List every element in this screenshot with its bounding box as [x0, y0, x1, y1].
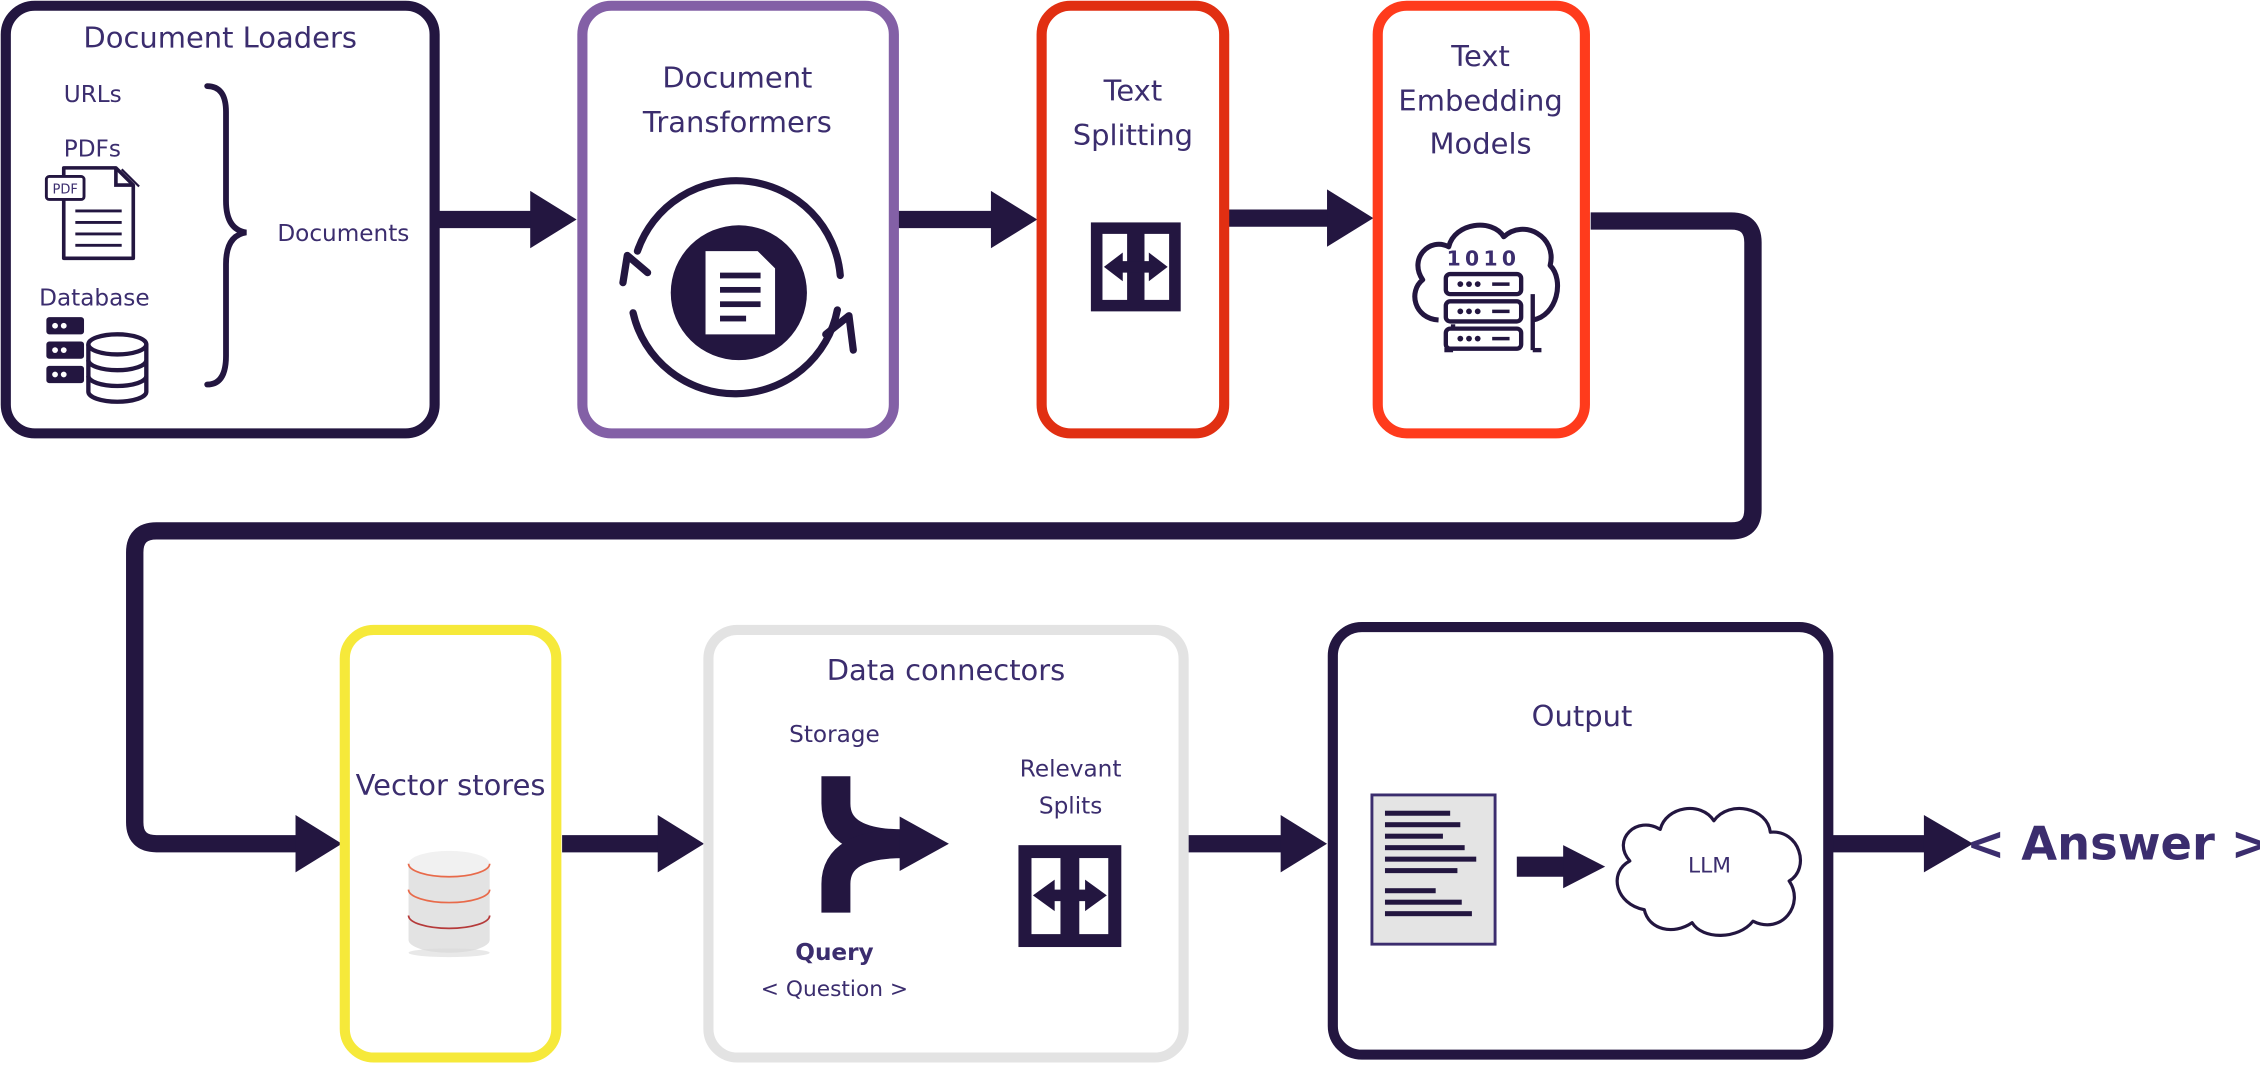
llm-label: LLM [1688, 854, 1731, 879]
binary-digits-text: 1010 [1447, 247, 1521, 271]
splitting-title-line2: Splitting [1073, 118, 1193, 152]
transformers-title-line2: Transformers [642, 105, 832, 139]
vector-stores-title: Vector stores [356, 768, 546, 802]
text-splitting-box: Text Splitting [1036, 0, 1230, 439]
output-title: Output [1532, 699, 1633, 733]
relevant-splits-label-line1: Relevant [1020, 756, 1122, 782]
document-loaders-title: Document Loaders [83, 20, 357, 54]
arrow-output-to-answer [1832, 815, 1974, 873]
answer-label: < Answer > [1966, 817, 2260, 871]
output-box: Output LLM [1327, 622, 1834, 1060]
question-label: < Question > [761, 977, 908, 1002]
embedding-title-line2: Embedding [1398, 84, 1562, 118]
arrow-transformers-to-splitting [898, 190, 1038, 249]
embedding-title-line1: Text [1450, 39, 1510, 73]
split-arrows-icon [1018, 845, 1122, 948]
splitting-title-line1: Text [1103, 74, 1163, 108]
arrow-vector-to-connectors [562, 815, 705, 873]
grouping-brace [204, 83, 247, 388]
text-embedding-models-box: Text Embedding Models 1010 [1372, 0, 1590, 439]
data-connectors-box: Data connectors Storage Relevant Splits … [703, 624, 1189, 1063]
arrow-splitting-to-embedding [1228, 189, 1374, 247]
relevant-splits-label-line2: Splits [1039, 794, 1102, 820]
llm-cloud-icon: LLM [1615, 806, 1802, 937]
document-cycle-icon [619, 177, 857, 398]
embedding-title-line3: Models [1430, 127, 1532, 161]
vector-stores-box: Vector stores [339, 624, 562, 1063]
documents-label: Documents [277, 221, 409, 247]
document-transformers-box: Document Transformers [577, 0, 899, 439]
data-connectors-title: Data connectors [827, 653, 1066, 687]
database-label: Database [39, 286, 149, 312]
cloud-server-icon: 1010 [1412, 222, 1560, 353]
document-loaders-box: Document Loaders URLs PDFs PDF Database [0, 0, 440, 439]
arrow-loaders-to-transformers [438, 190, 577, 249]
arrow-embedding-to-vector-stores [126, 212, 1762, 873]
pdf-file-icon: PDF [44, 166, 140, 261]
split-arrows-icon [1090, 222, 1181, 312]
database-server-icon [46, 317, 149, 404]
urls-label: URLs [64, 82, 122, 108]
pdfs-label: PDFs [64, 137, 121, 163]
transformers-title-line1: Document [662, 61, 812, 95]
storage-label: Storage [789, 722, 880, 748]
merge-arrow-icon [821, 776, 949, 913]
query-label: Query [795, 940, 873, 966]
database-cylinder-icon [407, 850, 491, 958]
arrow-connectors-to-output [1187, 815, 1328, 873]
pdf-badge-text: PDF [52, 183, 77, 198]
document-icon [1370, 793, 1497, 946]
arrow-document-to-llm [1516, 845, 1606, 889]
